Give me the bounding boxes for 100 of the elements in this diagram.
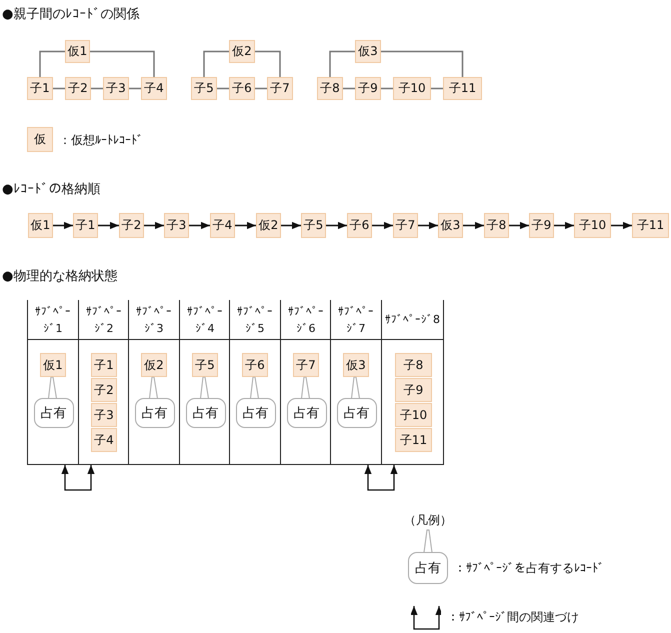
arrow	[189, 222, 210, 230]
arrow	[53, 222, 73, 230]
subpage-column	[280, 300, 331, 465]
record-box: 子6	[242, 353, 268, 377]
column-header: ｻﾌﾞﾍﾟｰｼﾞ8	[382, 300, 443, 340]
record-box: 仮1	[28, 213, 53, 238]
arrow	[326, 222, 347, 230]
arrow	[554, 222, 574, 230]
record-box: 子11	[395, 428, 432, 452]
callout-bubble: 占有	[186, 398, 226, 428]
column-header: ｻﾌﾞﾍﾟｰｼﾞ3	[129, 300, 179, 340]
arrow	[144, 222, 164, 230]
arrow	[372, 222, 393, 230]
column-header: ｻﾌﾞﾍﾟｰｼﾞ1	[28, 300, 78, 340]
callout-bubble: 占有	[134, 398, 174, 428]
connector-line	[203, 50, 229, 77]
legend-heading: （凡例）	[405, 510, 451, 530]
record-box: 子10	[574, 213, 611, 238]
record-box: 仮2	[141, 353, 167, 377]
subpage-column	[179, 300, 230, 465]
record-box: 仮3	[355, 40, 381, 63]
record-box: 子9	[395, 378, 432, 402]
record-box: 子2	[91, 378, 117, 402]
record-box: 子1	[91, 353, 117, 377]
connector-line	[255, 50, 281, 77]
section-heading: ●物理的な格納状態	[2, 268, 118, 285]
subpage-column	[27, 300, 78, 465]
subpage-column	[381, 300, 444, 465]
connector-line	[129, 88, 141, 90]
record-box: 子3	[91, 403, 117, 427]
record-box: 子7	[393, 213, 418, 238]
arrow	[463, 222, 484, 230]
callout-bubble: 占有	[408, 552, 448, 584]
connector-line	[343, 88, 355, 90]
connector-line	[431, 88, 443, 90]
callout-bubble: 占有	[286, 398, 326, 428]
record-box: 子9	[355, 77, 381, 100]
record-box: 子4	[210, 213, 235, 238]
subpage-column	[128, 300, 179, 465]
record-box: 子11	[443, 77, 482, 100]
connector-line	[381, 88, 393, 90]
arrow	[281, 222, 301, 230]
record-box: 子5	[301, 213, 326, 238]
record-box: 子3	[103, 77, 129, 100]
connector-line	[39, 50, 65, 77]
record-box: 子6	[229, 77, 255, 100]
record-box: 子5	[191, 77, 217, 100]
record-box: 子11	[632, 213, 669, 238]
arrow	[418, 222, 438, 230]
record-box: 仮1	[40, 353, 66, 377]
section-heading: ●ﾚｺｰﾄﾞの格納順	[2, 181, 100, 198]
record-box: 子7	[267, 77, 293, 100]
column-header: ｻﾌﾞﾍﾟｰｼﾞ4	[180, 300, 230, 340]
connector-line	[91, 88, 103, 90]
column-header: ｻﾌﾞﾍﾟｰｼﾞ5	[230, 300, 280, 340]
subpage-column	[330, 300, 381, 465]
record-box: 子9	[529, 213, 554, 238]
connector-line	[53, 88, 65, 90]
record-box: 仮2	[256, 213, 281, 238]
record-box: 子7	[293, 353, 319, 377]
legend-text: ：ｻﾌﾞﾍﾟｰｼﾞ間の関連づけ	[447, 609, 579, 626]
record-box: 仮	[27, 127, 53, 152]
record-box: 子1	[27, 77, 53, 100]
record-box: 子10	[393, 77, 431, 100]
section-heading: ●親子間のﾚｺｰﾄﾞの関係	[2, 6, 140, 23]
callout-bubble: 占有	[236, 398, 276, 428]
arrow	[611, 222, 632, 230]
callout-bubble: 占有	[34, 398, 74, 428]
record-box: 仮3	[343, 353, 369, 377]
record-box: 子8	[395, 353, 432, 377]
record-box: 子5	[192, 353, 218, 377]
column-header: ｻﾌﾞﾍﾟｰｼﾞ2	[79, 300, 129, 340]
connector-line	[217, 88, 229, 90]
subpage-column	[78, 300, 129, 465]
record-box: 子8	[484, 213, 509, 238]
connector-line	[329, 50, 355, 77]
record-box: 仮2	[229, 40, 255, 63]
record-box: 子6	[347, 213, 372, 238]
column-header: ｻﾌﾞﾍﾟｰｼﾞ6	[281, 300, 331, 340]
arrow	[509, 222, 529, 230]
bracket-arrow	[61, 465, 95, 491]
record-box: 子10	[395, 403, 432, 427]
callout-bubble: 占有	[336, 398, 376, 428]
connector-line	[381, 50, 464, 77]
connector-line	[90, 50, 155, 77]
record-box: 仮1	[65, 40, 90, 63]
subpage-column	[229, 300, 280, 465]
legend-text: ：仮想ﾙｰﾄﾚｺｰﾄﾞ	[59, 132, 143, 148]
arrow	[98, 222, 119, 230]
column-header: ｻﾌﾞﾍﾟｰｼﾞ7	[331, 300, 381, 340]
record-box: 子2	[65, 77, 91, 100]
record-box: 子4	[141, 77, 167, 100]
record-box: 子3	[164, 213, 189, 238]
connector-line	[255, 88, 267, 90]
record-box: 子2	[119, 213, 144, 238]
record-box: 子8	[317, 77, 343, 100]
legend-text: ：ｻﾌﾞﾍﾟｰｼﾞを占有するﾚｺｰﾄﾞ	[454, 560, 604, 577]
record-box: 子1	[73, 213, 98, 238]
record-box: 子4	[91, 428, 117, 452]
record-box: 仮3	[438, 213, 463, 238]
